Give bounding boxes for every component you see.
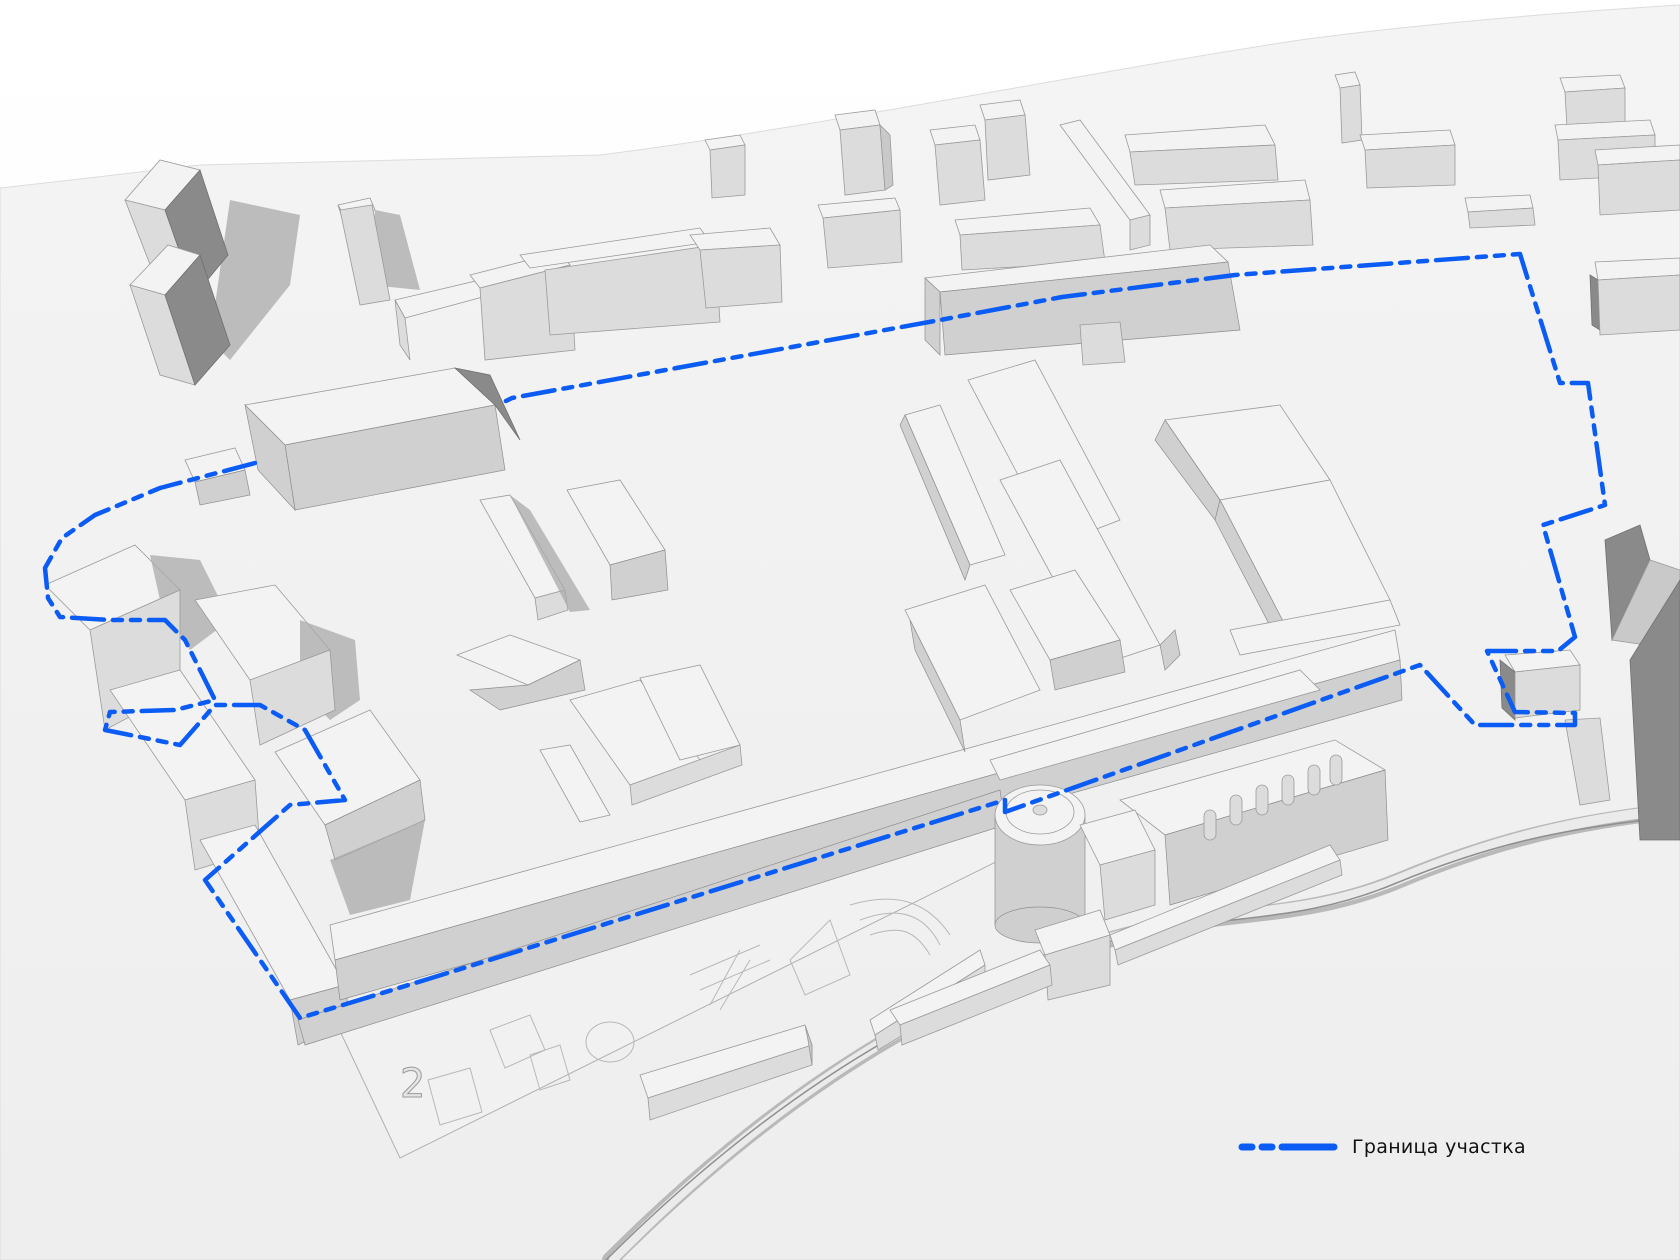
chimneys — [1203, 754, 1343, 841]
site-boundary — [42, 251, 1608, 1021]
legend-label-boundary: Граница участка — [1352, 1136, 1526, 1158]
site-buildings — [44, 244, 1403, 1046]
context-buildings — [124, 71, 1680, 841]
legend: Граница участка — [1238, 1132, 1526, 1162]
site-boundary-line — [42, 251, 1608, 1021]
round-tower — [994, 784, 1086, 944]
plaza-marker: 2 — [400, 1061, 425, 1107]
boundary-legend-swatch-icon — [1238, 1143, 1338, 1151]
